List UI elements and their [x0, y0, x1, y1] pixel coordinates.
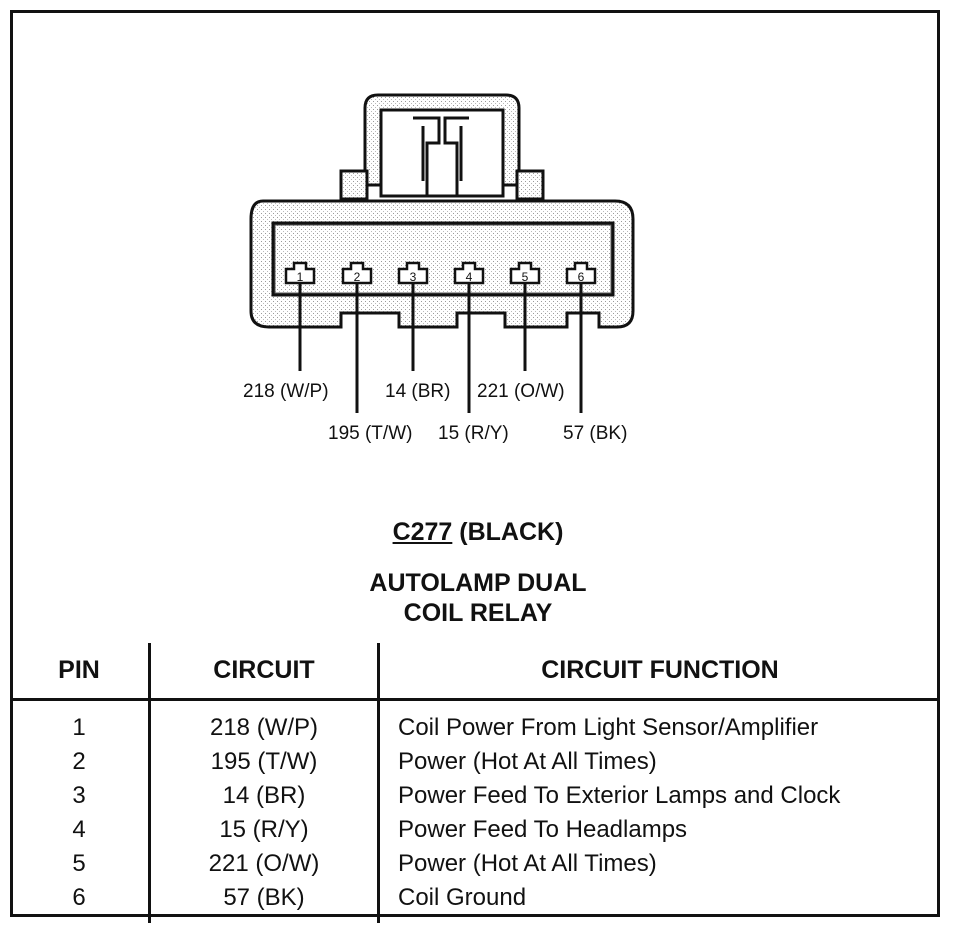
connector-name-line-2: COIL RELAY	[403, 599, 553, 627]
wire-leads	[298, 283, 583, 413]
pin-terminal-shape	[397, 261, 429, 285]
wire-label-3: 14 (BR)	[385, 381, 451, 402]
row-circuit: 15 (R/Y)	[149, 813, 380, 847]
row-function: Power (Hot At All Times)	[398, 850, 657, 877]
header-circuit-function: CIRCUIT FUNCTION	[378, 643, 940, 701]
pin-terminals: 1 2 3 4 5 6	[284, 261, 597, 285]
pin-terminal-shape	[341, 261, 373, 285]
pin-terminal-shape	[453, 261, 485, 285]
pin-terminal-3: 3	[397, 261, 429, 285]
table-row: 1 218 (W/P) Coil Power From Light Sensor…	[10, 699, 940, 745]
row-circuit: 14 (BR)	[149, 779, 380, 813]
connector-color: (BLACK)	[459, 518, 564, 546]
wire-label-2: 195 (T/W)	[328, 423, 413, 444]
connector-body	[249, 199, 635, 329]
wire-label-4: 15 (R/Y)	[438, 423, 509, 444]
row-pin: 2	[10, 745, 151, 779]
pin-number-label: 4	[466, 270, 473, 284]
row-function: Power (Hot At All Times)	[398, 748, 657, 775]
row-circuit: 57 (BK)	[149, 881, 380, 923]
row-circuit: 195 (T/W)	[149, 745, 380, 779]
connector-name: AUTOLAMP DUAL COIL RELAY	[13, 568, 943, 628]
pin-terminal-2: 2	[341, 261, 373, 285]
wire-label-6: 57 (BK)	[563, 423, 628, 444]
row-circuit: 218 (W/P)	[149, 699, 380, 745]
pin-table-header: PIN CIRCUIT CIRCUIT FUNCTION	[10, 643, 940, 701]
connector-number: C277	[392, 518, 453, 546]
pin-table: PIN CIRCUIT CIRCUIT FUNCTION 1 218 (W/P)…	[10, 643, 940, 923]
pin-terminal-shape	[509, 261, 541, 285]
pin-number-label: 5	[522, 270, 529, 284]
row-pin: 1	[10, 699, 151, 745]
row-function: Power Feed To Headlamps	[398, 816, 688, 843]
row-pin: 3	[10, 779, 151, 813]
header-pin: PIN	[10, 643, 151, 701]
connector-diagram: 1 2 3 4 5 6	[249, 93, 635, 413]
pin-terminal-4: 4	[453, 261, 485, 285]
row-function: Coil Ground	[398, 884, 527, 911]
pin-terminal-1: 1	[284, 261, 316, 285]
table-row: 2 195 (T/W) Power (Hot At All Times)	[10, 745, 940, 779]
row-pin: 5	[10, 847, 151, 881]
table-row: 3 14 (BR) Power Feed To Exterior Lamps a…	[10, 779, 940, 813]
pin-terminal-6: 6	[565, 261, 597, 285]
pin-number-label: 1	[297, 270, 304, 284]
connector-name-line-1: AUTOLAMP DUAL	[369, 569, 587, 597]
table-row: 6 57 (BK) Coil Ground	[10, 881, 940, 923]
row-circuit: 221 (O/W)	[149, 847, 380, 881]
table-row: 5 221 (O/W) Power (Hot At All Times)	[10, 847, 940, 881]
table-row: 4 15 (R/Y) Power Feed To Headlamps	[10, 813, 940, 847]
wire-label-1: 218 (W/P)	[243, 381, 329, 402]
pin-terminal-5: 5	[509, 261, 541, 285]
row-function: Coil Power From Light Sensor/Amplifier	[398, 714, 819, 741]
row-function: Power Feed To Exterior Lamps and Clock	[398, 782, 841, 809]
pin-number-label: 2	[354, 270, 361, 284]
connector-id: C277 (BLACK)	[13, 518, 943, 547]
row-pin: 4	[10, 813, 151, 847]
row-pin: 6	[10, 881, 151, 923]
pin-terminal-shape	[284, 261, 316, 285]
pin-number-label: 3	[410, 270, 417, 284]
header-circuit: CIRCUIT	[149, 643, 380, 701]
connector-latch	[339, 93, 545, 201]
wire-label-5: 221 (O/W)	[477, 381, 565, 402]
pin-number-label: 6	[578, 270, 585, 284]
pin-terminal-shape	[565, 261, 597, 285]
